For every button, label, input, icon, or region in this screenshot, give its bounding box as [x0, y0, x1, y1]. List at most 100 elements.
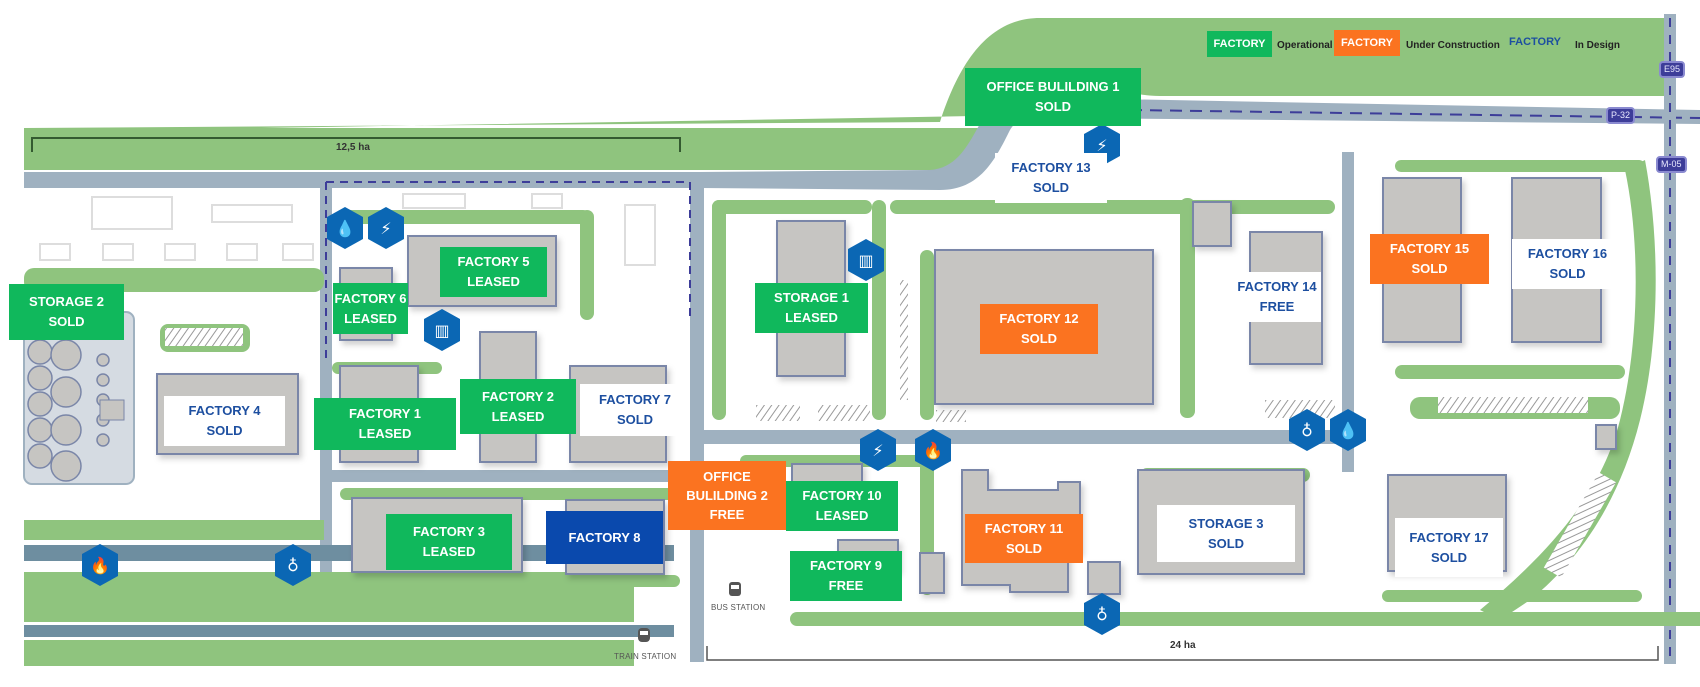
valve-icon: ♁ [1289, 409, 1325, 451]
plot-label-factory-9[interactable]: FACTORY 9 FREE [790, 551, 902, 601]
road-north-curve [700, 94, 1700, 190]
plot-name: FACTORY 13 [1011, 160, 1091, 175]
plot-label-factory-11[interactable]: FACTORY 11 SOLD [965, 514, 1083, 563]
plot-name: FACTORY 7 [598, 392, 671, 407]
heating-icon: ▥ [848, 239, 884, 281]
svg-text:💧: 💧 [1338, 421, 1358, 440]
plot-name: FACTORY 11 [984, 520, 1064, 536]
plot-label-office-bulilding-2[interactable]: OFFICE BULILDING 2 FREE [668, 461, 786, 530]
legend-chip-operational: FACTORY [1207, 31, 1272, 57]
plot-label-factory-2[interactable]: FACTORY 2 LEASED [460, 379, 576, 434]
svg-text:🔥: 🔥 [90, 556, 110, 575]
storage-tanks [27, 339, 110, 482]
plot-status: SOLD [1032, 180, 1070, 195]
plot-name: FACTORY 10 [802, 488, 882, 503]
plot-status: SOLD [48, 314, 85, 329]
plot-label-factory-16[interactable]: FACTORY 16 SOLD [1512, 239, 1623, 289]
plot-status: SOLD [206, 423, 243, 438]
svg-text:♁: ♁ [287, 556, 299, 575]
plot-name: FACTORY 15 [1389, 241, 1470, 256]
plot-label-factory-5[interactable]: FACTORY 5 LEASED [440, 247, 547, 297]
legend-label-operational: Operational [1277, 39, 1333, 51]
road-p32-dash [1129, 109, 1700, 119]
plot-name: STORAGE 1 [774, 290, 849, 305]
scale-bar-west [31, 137, 681, 152]
water-icon: 💧 [327, 207, 363, 249]
scale-bar-east [706, 646, 1659, 661]
road-north-west [24, 172, 704, 188]
plot-label-storage-1[interactable]: STORAGE 1 LEASED [755, 283, 868, 333]
plot-status: SOLD [1207, 535, 1245, 551]
plot-name: FACTORY 6 [334, 290, 407, 306]
svg-text:▥: ▥ [858, 251, 873, 270]
legend-chip-in-design: FACTORY [1509, 36, 1561, 48]
plot-status: LEASED [491, 408, 545, 424]
plot-label-factory-4[interactable]: FACTORY 4 SOLD [164, 396, 285, 446]
plot-status: SOLD [1549, 266, 1586, 281]
plot-status: SOLD [1411, 261, 1448, 276]
bus-icon [729, 582, 741, 596]
plot-status: LEASED [344, 310, 397, 326]
train-station-label: TRAIN STATION [614, 652, 677, 661]
plot-name: FACTORY 14 [1237, 279, 1317, 294]
plot-status: SOLD [1034, 99, 1072, 114]
svg-text:🔥: 🔥 [923, 441, 943, 460]
svg-text:⚡: ⚡ [380, 219, 391, 238]
train-icon [638, 628, 650, 642]
plot-name: OFFICE BULILDING 2 [686, 469, 768, 503]
plot-name: FACTORY 5 [457, 254, 530, 269]
green-strip-12ha [24, 128, 984, 170]
plot-status: FREE [828, 578, 864, 593]
power-icon: ⚡ [368, 207, 404, 249]
internal-route-dash [325, 181, 691, 362]
plot-name: FACTORY 1 [348, 406, 421, 421]
plot-name: FACTORY 9 [809, 558, 882, 573]
legend-label-under-construction: Under Construction [1406, 39, 1500, 51]
road-tag-m05: M-05 [1656, 156, 1687, 173]
plot-name: FACTORY 8 [568, 529, 641, 545]
plot-status: SOLD [1005, 540, 1043, 556]
plot-label-factory-17[interactable]: FACTORY 17 SOLD [1395, 518, 1503, 577]
road-tag-e95: E95 [1659, 61, 1686, 78]
green-west-bottom [24, 520, 324, 540]
plot-label-factory-6[interactable]: FACTORY 6 LEASED [333, 283, 408, 334]
plot-name: FACTORY 4 [188, 403, 261, 418]
plot-name: FACTORY 16 [1527, 246, 1608, 261]
heating-icon: ▥ [424, 309, 460, 351]
plot-label-factory-15[interactable]: FACTORY 15 SOLD [1370, 234, 1489, 284]
plot-status: SOLD [616, 412, 654, 427]
plot-label-factory-10[interactable]: FACTORY 10 LEASED [786, 481, 898, 531]
road-ew-mid [690, 430, 1355, 444]
plot-status: LEASED [815, 508, 869, 523]
valve-icon: ♁ [275, 544, 311, 586]
plot-name: STORAGE 2 [29, 294, 104, 309]
plot-name: FACTORY 17 [1409, 529, 1489, 545]
plot-label-storage-2[interactable]: STORAGE 2 SOLD [9, 284, 124, 340]
svg-text:▥: ▥ [434, 321, 449, 340]
plot-label-factory-1[interactable]: FACTORY 1 LEASED [314, 398, 456, 450]
highway-east [1664, 14, 1676, 664]
plot-name: FACTORY 2 [481, 388, 554, 404]
area-label-east: 24 ha [1170, 640, 1196, 651]
valve-icon: ♁ [1084, 593, 1120, 635]
plot-status: SOLD [1430, 549, 1468, 565]
plot-status: FREE [709, 507, 745, 522]
plot-status: LEASED [422, 544, 476, 559]
plot-status: LEASED [358, 426, 412, 441]
plot-status: SOLD [1020, 331, 1058, 346]
svg-text:⚡: ⚡ [1096, 136, 1107, 155]
plot-status: LEASED [467, 274, 520, 289]
plot-label-factory-7[interactable]: FACTORY 7 SOLD [580, 384, 690, 436]
road-ew-west-mid [330, 470, 690, 482]
power-icon: ⚡ [860, 429, 896, 471]
road-tag-p32: P-32 [1606, 107, 1636, 124]
plot-label-factory-8[interactable]: FACTORY 8 [546, 511, 663, 564]
plot-status: LEASED [785, 310, 838, 325]
svg-text:💧: 💧 [335, 219, 355, 238]
plot-label-factory-13[interactable]: FACTORY 13 SOLD [995, 153, 1107, 203]
